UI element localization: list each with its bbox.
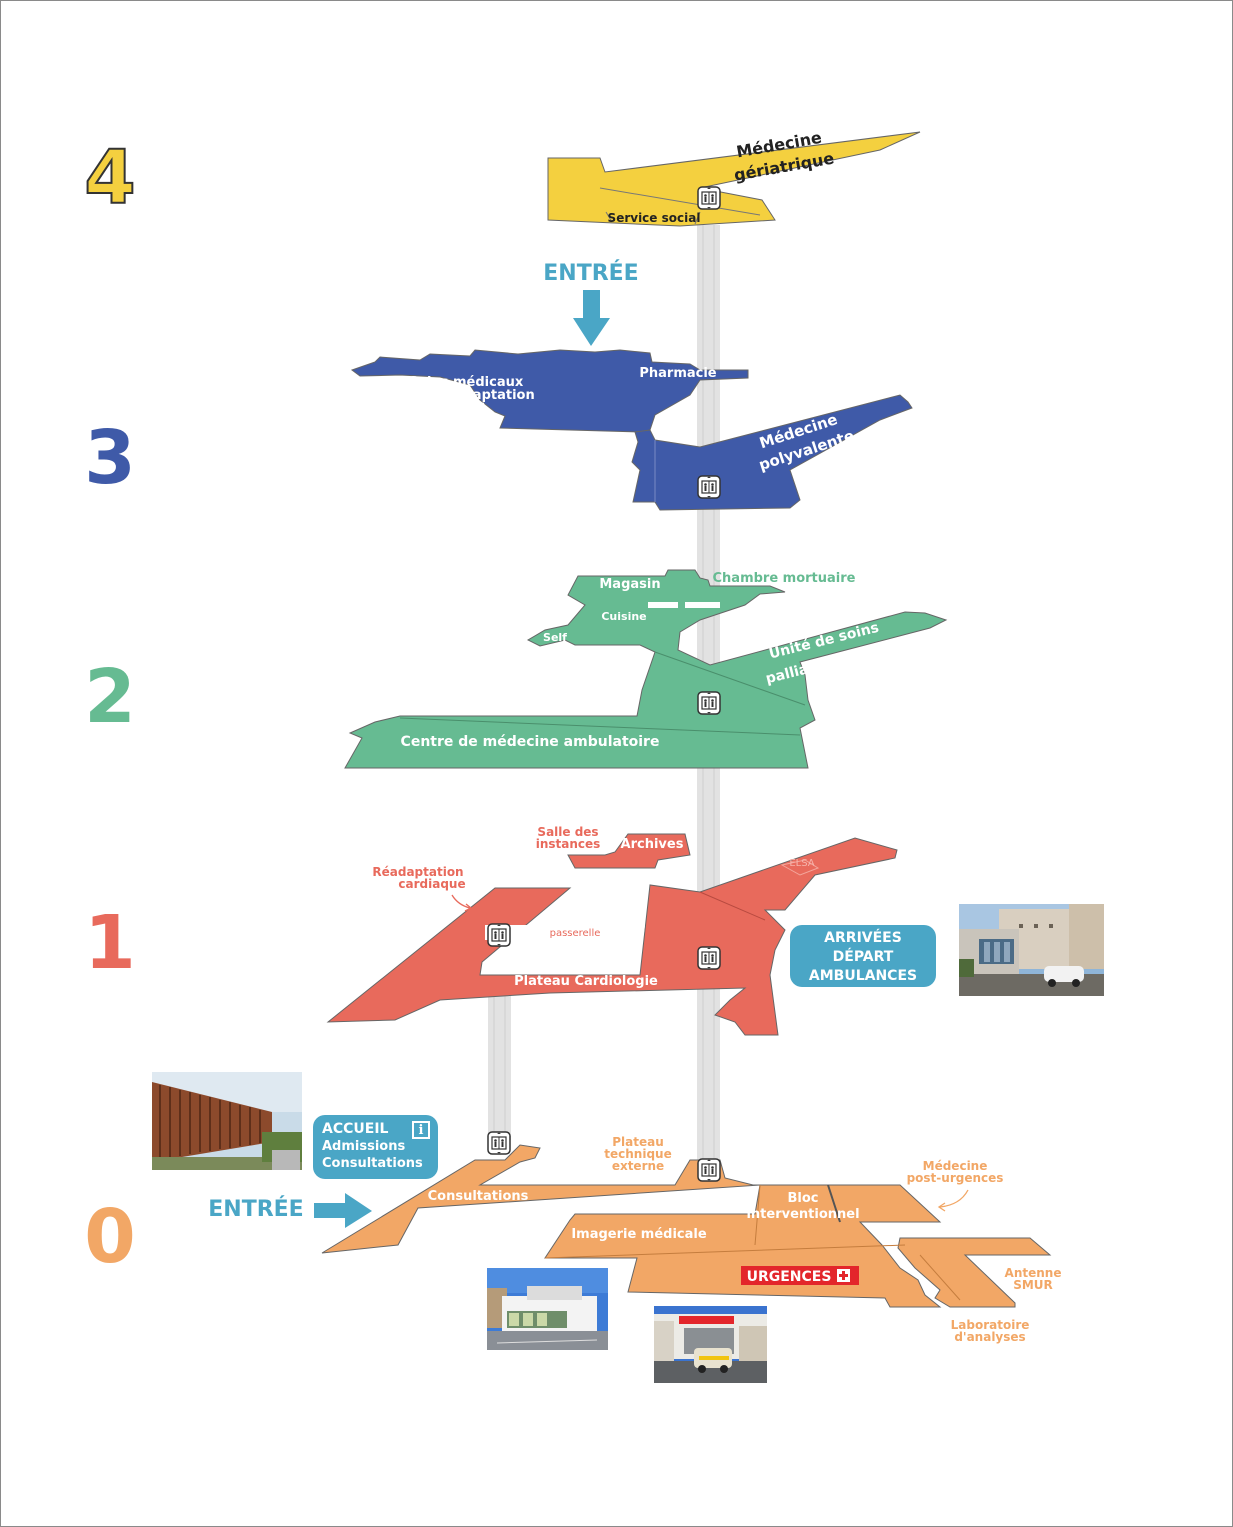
- label-bloc-1: Bloc: [787, 1191, 818, 1206]
- accueil-title: ACCUEIL: [322, 1121, 389, 1137]
- photo-ambulance-entrance: [959, 904, 1104, 996]
- floor-number-4: 4: [84, 135, 136, 221]
- label-smr-2: et de réadaptation: [397, 388, 534, 403]
- floor-number-3: 3: [84, 415, 136, 501]
- entree-arrow-right: [314, 1193, 372, 1228]
- label-consultations: Consultations: [428, 1189, 529, 1204]
- elevator-icon: [487, 923, 511, 947]
- label-chambre-mortuaire: Chambre mortuaire: [713, 571, 856, 586]
- label-bloc-2: interventionnel: [746, 1207, 859, 1222]
- label-medecine-post-urgences-1: Médecine: [923, 1159, 988, 1173]
- elevator-shaft-secondary: [488, 990, 511, 1140]
- label-urgences: URGENCES: [747, 1269, 832, 1285]
- label-imagerie-medicale: Imagerie médicale: [571, 1227, 707, 1242]
- floor-number-1: 1: [84, 900, 136, 986]
- label-service-social: Service social: [608, 211, 701, 225]
- photo-main-building: [152, 1072, 302, 1170]
- elevator-icon: [697, 691, 721, 715]
- elevator-icon: [487, 1131, 511, 1155]
- label-medecine-post-urgences-2: post-urgences: [907, 1171, 1004, 1185]
- floor-2-plan: [344, 569, 948, 769]
- label-entree-top: ENTRÉE: [543, 260, 638, 286]
- label-salle-instances-2: instances: [536, 837, 601, 851]
- label-smr-1: Soins médicaux: [409, 375, 524, 390]
- label-readaptation-2: cardiaque: [398, 877, 465, 891]
- label-antenne-smur-2: SMUR: [1013, 1278, 1053, 1292]
- label-antenne-smur-1: Antenne: [1005, 1266, 1062, 1280]
- photo-consultations-building: [487, 1268, 608, 1350]
- ambulances-line-1: ARRIVÉES: [824, 930, 902, 946]
- label-smr-3: (SMR): [446, 401, 487, 415]
- label-plateau-technique-1: Plateau: [612, 1135, 664, 1149]
- label-magasin: Magasin: [599, 577, 660, 592]
- info-icon: i: [412, 1121, 430, 1139]
- elevator-icon: [697, 1158, 721, 1182]
- label-readaptation-1: Réadaptation: [372, 865, 463, 879]
- label-self: Self: [543, 631, 567, 644]
- floor-number-2: 2: [84, 654, 136, 740]
- label-salle-instances-1: Salle des: [537, 825, 598, 839]
- entree-arrow-down: [573, 290, 610, 346]
- accueil-box: ACCUEIL Admissions Consultations i: [313, 1115, 438, 1179]
- urgences-badge: [741, 1266, 859, 1285]
- photo-urgences-entrance: [654, 1306, 767, 1383]
- label-plateau-cardiologie: Plateau Cardiologie: [514, 974, 658, 989]
- label-plateau-technique-3: externe: [612, 1159, 664, 1173]
- accueil-line-2: Admissions: [322, 1139, 406, 1154]
- floor-1-plan: [326, 833, 898, 1036]
- elevator-icon: [697, 186, 721, 210]
- floor-number-0: 0: [84, 1194, 136, 1280]
- label-centre-ambulatoire: Centre de médecine ambulatoire: [401, 734, 660, 750]
- label-entree-bottom: ENTRÉE: [208, 1196, 303, 1222]
- readaptation-pointer-arrow: [451, 894, 471, 909]
- ambulances-line-3: AMBULANCES: [808, 968, 918, 984]
- label-archives: Archives: [621, 837, 684, 852]
- label-elsa: ELSA: [789, 858, 814, 869]
- elevator-icon: [697, 946, 721, 970]
- medecine-post-urgences-pointer-arrow: [939, 1189, 969, 1208]
- label-passerelle: passerelle: [550, 928, 601, 939]
- label-laboratoire-1: Laboratoire: [951, 1318, 1030, 1332]
- accueil-line-3: Consultations: [322, 1156, 423, 1171]
- ambulances-box: ARRIVÉES DÉPART AMBULANCES: [790, 925, 936, 987]
- label-laboratoire-2: d'analyses: [954, 1330, 1025, 1344]
- label-pharmacie: Pharmacie: [639, 366, 716, 381]
- label-plateau-technique-2: technique: [604, 1147, 671, 1161]
- label-cuisine: Cuisine: [601, 610, 646, 623]
- ambulances-line-2: DÉPART: [832, 949, 894, 965]
- elevator-icon: [697, 475, 721, 499]
